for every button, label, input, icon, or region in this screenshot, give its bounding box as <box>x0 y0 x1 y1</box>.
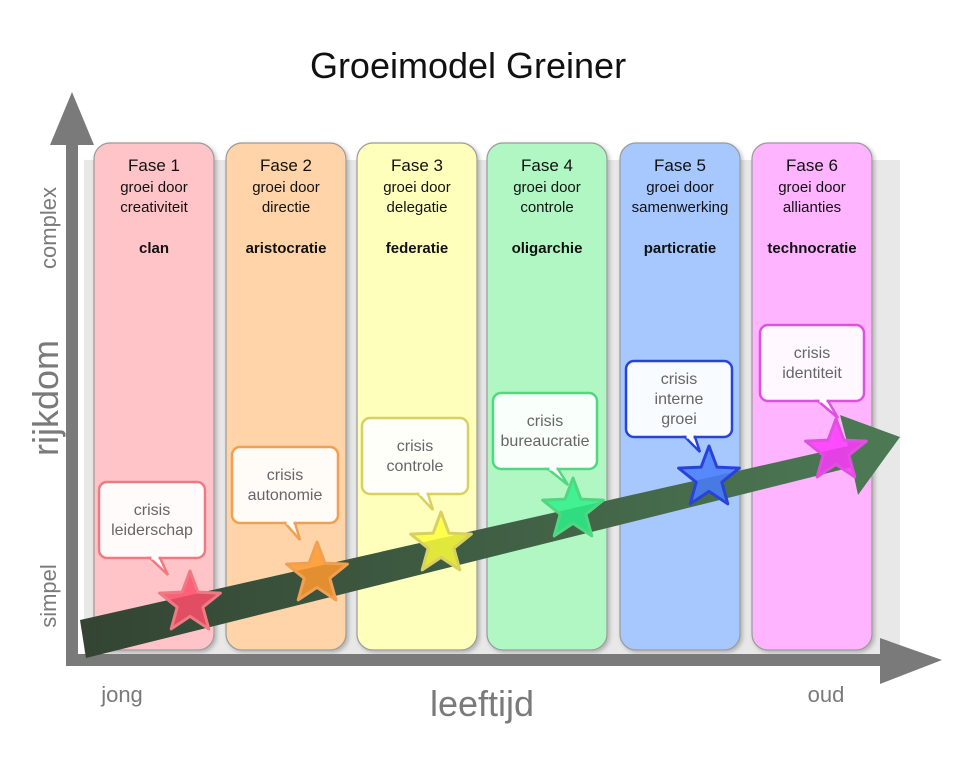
phase-growth-line: creativiteit <box>120 199 188 216</box>
crisis-callout: crisis autonomie <box>230 445 340 541</box>
y-axis-bottom-label: simpel <box>36 564 61 628</box>
crisis-callout-box <box>360 416 470 496</box>
x-axis-left-label: jong <box>100 682 143 707</box>
phase-growth-line: groei door <box>646 179 714 196</box>
phase-label: Fase 2 <box>260 156 312 175</box>
y-axis-label: rijkdom <box>25 340 66 456</box>
crisis-text-line: crisis <box>267 467 303 484</box>
x-axis-arrow-icon <box>880 638 942 684</box>
phase-label: Fase 3 <box>391 156 443 175</box>
crisis-stars <box>158 417 868 631</box>
crisis-star-icon <box>804 417 868 479</box>
phase-structure: federatie <box>386 240 449 257</box>
crisis-callout-box <box>230 445 340 525</box>
phase-column-bg <box>93 142 215 651</box>
phase-structure: clan <box>139 240 169 257</box>
crisis-callout: crisis identiteit <box>758 323 866 419</box>
crisis-callout: crisis leiderschap <box>97 480 207 576</box>
phase-structure: oligarchie <box>512 240 583 257</box>
crisis-callout: crisis bureaucratie <box>491 391 599 486</box>
phase-label: Fase 1 <box>128 156 180 175</box>
x-axis <box>66 638 942 684</box>
crisis-text-line: groei <box>661 411 697 428</box>
phase-label: Fase 5 <box>654 156 706 175</box>
phase-column: Fase 3 groei door delegatie federatie <box>356 142 478 651</box>
crisis-text-line: leiderschap <box>111 522 193 539</box>
crisis-text-line: controle <box>387 458 444 475</box>
phase-growth-line: groei door <box>120 179 188 196</box>
crisis-text-line: interne <box>655 391 704 408</box>
phase-growth-line: samenwerking <box>632 199 729 216</box>
x-axis-right-label: oud <box>808 682 845 707</box>
crisis-text-line: crisis <box>661 371 697 388</box>
phase-label: Fase 6 <box>786 156 838 175</box>
phase-structure: aristocratie <box>246 240 327 257</box>
crisis-callout: crisis controle <box>360 416 470 511</box>
crisis-callout-box <box>758 323 866 403</box>
page-title: Groeimodel Greiner <box>310 45 626 86</box>
crisis-star-icon <box>541 476 605 538</box>
crisis-callout-box <box>624 359 734 439</box>
y-axis-arrow-icon <box>50 92 94 145</box>
crisis-text-line: crisis <box>794 345 830 362</box>
phase-column: Fase 1 groei door creativiteit clan <box>93 142 215 651</box>
phase-growth-line: groei door <box>513 179 581 196</box>
phase-growth-line: groei door <box>252 179 320 196</box>
crisis-text-line: crisis <box>527 413 563 430</box>
crisis-star-icon <box>158 569 222 631</box>
crisis-callouts: crisis leiderschap crisis autonomie crisis co… <box>97 323 866 576</box>
crisis-star-icon <box>285 540 349 602</box>
crisis-star-icon <box>677 444 741 506</box>
crisis-callout-box <box>491 391 599 471</box>
y-axis-top-label: complex <box>36 187 61 269</box>
phase-growth-line: directie <box>262 199 310 216</box>
crisis-text-line: identiteit <box>782 365 842 382</box>
crisis-callout: crisis interne groei <box>624 359 734 453</box>
x-axis-label: leeftijd <box>430 683 534 724</box>
crisis-star-icon <box>409 510 473 572</box>
phase-growth-line: controle <box>520 199 573 216</box>
crisis-text-line: crisis <box>397 438 433 455</box>
y-axis <box>50 92 94 665</box>
phase-column-bg <box>356 142 478 651</box>
phase-growth-line: groei door <box>778 179 846 196</box>
phase-structure: technocratie <box>767 240 856 257</box>
phase-growth-line: delegatie <box>387 199 448 216</box>
crisis-text-line: crisis <box>134 502 170 519</box>
crisis-text-line: autonomie <box>248 487 323 504</box>
crisis-text-line: bureaucratie <box>501 433 590 450</box>
growth-arrow <box>80 415 900 658</box>
crisis-callout-box <box>97 480 207 560</box>
phase-structure: particratie <box>644 240 717 257</box>
phase-label: Fase 4 <box>521 156 573 175</box>
phase-growth-line: allianties <box>783 199 841 216</box>
phase-growth-line: groei door <box>383 179 451 196</box>
